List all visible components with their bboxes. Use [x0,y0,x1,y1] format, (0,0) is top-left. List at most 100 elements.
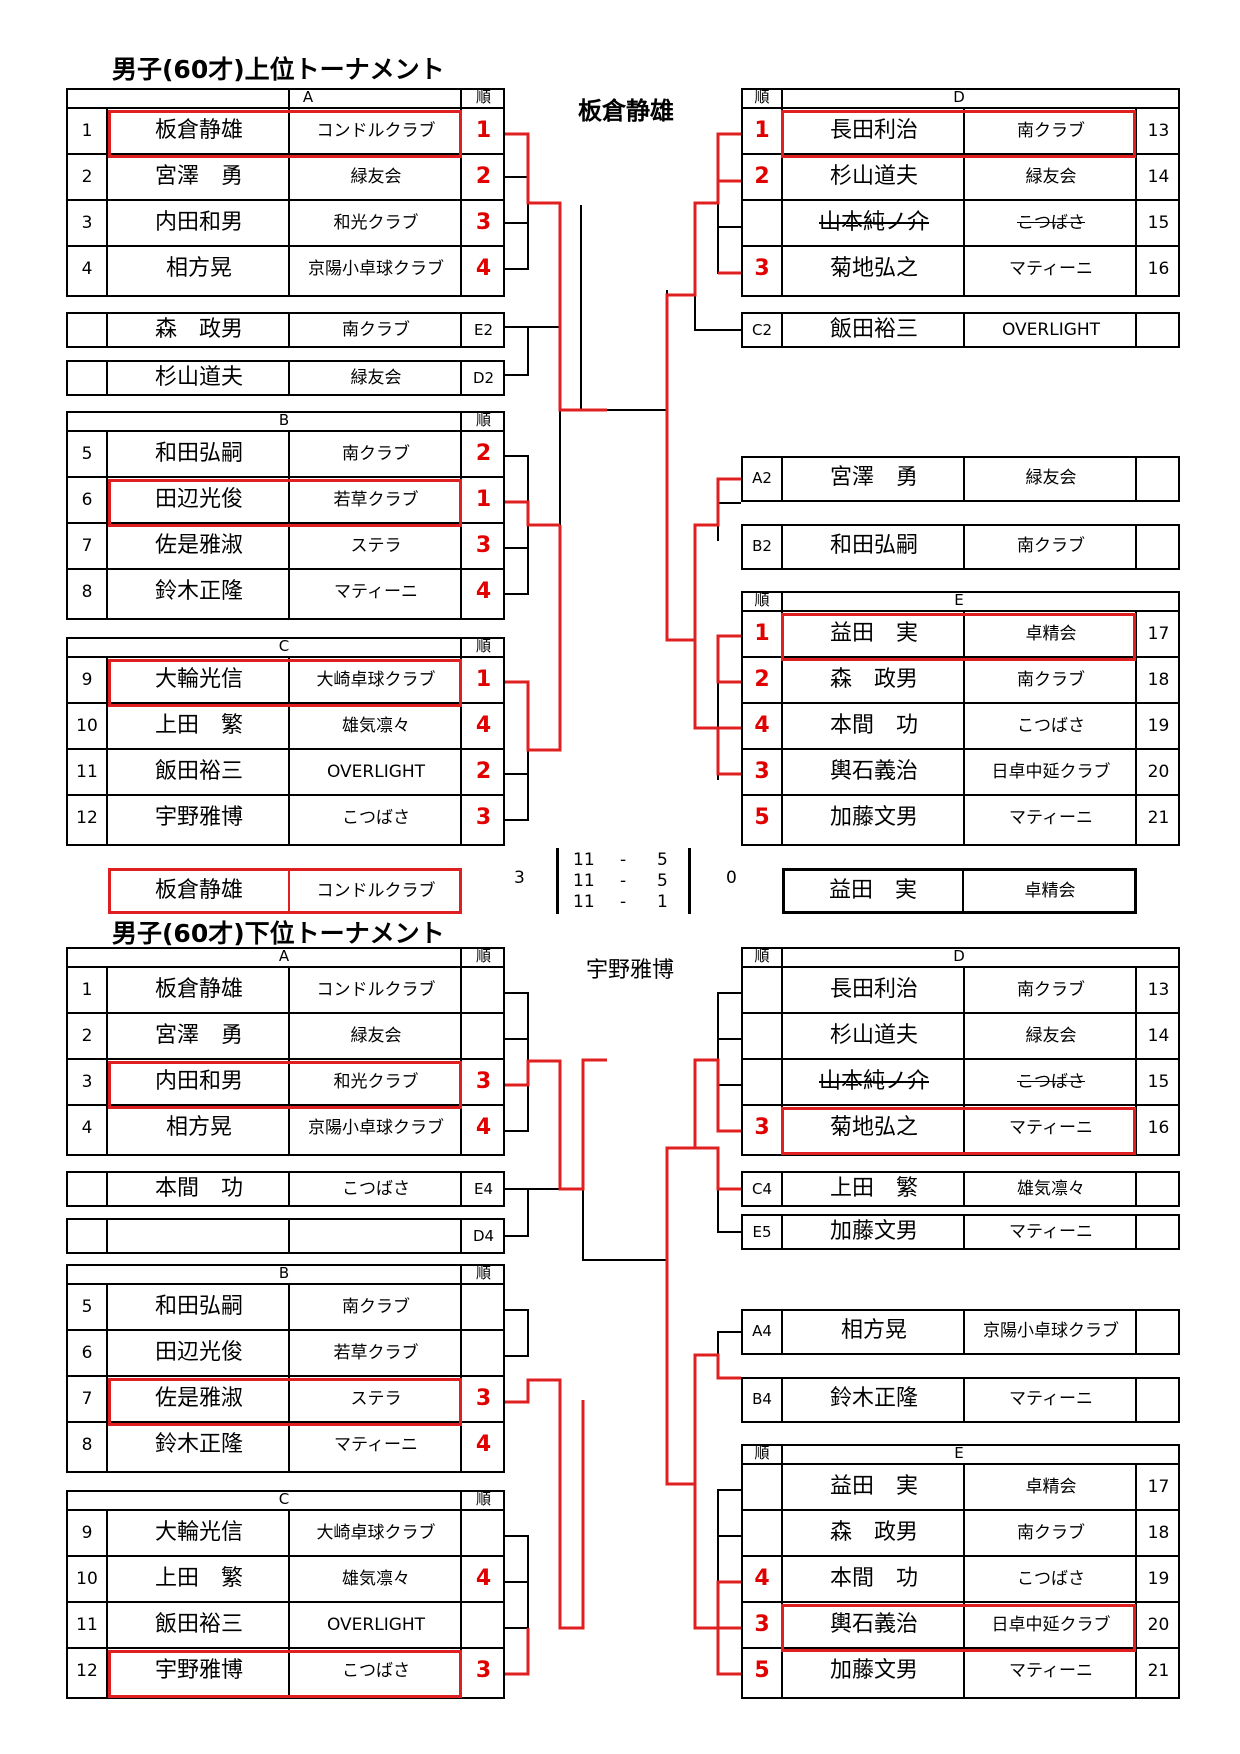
player-club: OVERLIGHT [1001,320,1101,340]
player-rank: 2 [754,164,770,189]
table-row: 10 上田 繁 雄気凛々 4 [66,704,505,750]
player-club: 南クラブ [1017,121,1085,141]
player-club: OVERLIGHT [326,762,426,782]
player-name: 鈴木正隆 [829,1386,918,1411]
player-number: 14 [1147,1026,1170,1046]
player-name: 森 政男 [154,317,243,342]
player-club: 京陽小卓球クラブ [308,1118,444,1138]
player-club: こつばさ [342,1179,410,1199]
player-club: マティーニ [1009,1661,1093,1681]
player-club: こつばさ [342,808,410,828]
lower-group-a: A 順 1 板倉静雄 コンドルクラブ 2 宮澤 勇 緑友会 3 内田和男 和光ク… [66,947,505,1156]
table-row: 長田利治 南クラブ 13 [741,968,1180,1014]
table-row: 2 宮澤 勇 緑友会 [66,1014,505,1060]
player-name: 鈴木正隆 [154,579,243,604]
player-name: 相方晃 [165,1115,232,1140]
lower-group-b: B 順 5 和田弘嗣 南クラブ 6 田辺光俊 若草クラブ 7 佐是雅淑 ステラ … [66,1264,505,1473]
player-rank: 1 [475,487,492,512]
player-number: 13 [1147,121,1170,141]
game-score-b: 1 [657,892,668,912]
player-club: 南クラブ [342,1297,410,1317]
table-row: 5 加藤文男 マティーニ 21 [741,796,1180,842]
player-number: 16 [1147,1118,1170,1138]
rank-header: 順 [475,637,491,655]
table-row: 3 菊地弘之 マティーニ 16 [741,247,1180,293]
player-name: 上田 繁 [154,1566,243,1591]
seed-label: E5 [752,1223,772,1241]
winner-highlight [781,613,1136,661]
player-club: 南クラブ [342,444,410,464]
seed-label: B4 [752,1390,772,1408]
table-row: 山本純ノ介 こつばさ 15 [741,1060,1180,1106]
player-rank: 3 [754,256,770,281]
seed-label: A4 [752,1322,772,1340]
winner-highlight [781,110,1136,158]
lower-seed-e4: 本間 功 こつばさ E4 [66,1171,505,1207]
player-rank: 1 [475,667,492,692]
player-number: 18 [1147,1523,1170,1543]
player-rank: 4 [475,713,492,738]
upper-seed-b2: B2 和田弘嗣 南クラブ [741,524,1180,570]
table-row: 10 上田 繁 雄気凛々 4 [66,1557,505,1603]
player-club-withdrawn: こつばさ [1017,1072,1085,1092]
player-name: 内田和男 [154,1069,243,1094]
lower-bracket-red [505,1058,741,1676]
player-rank: 5 [754,1658,770,1683]
rank-header: 順 [475,1490,491,1508]
table-row: 1 長田利治 南クラブ 13 [741,109,1180,155]
group-label: A [278,947,290,965]
player-number: 16 [1147,259,1170,279]
player-name: 板倉静雄 [154,878,243,903]
player-club: 雄気凛々 [342,1569,410,1589]
player-name: 森 政男 [829,1520,918,1545]
player-name: 相方晃 [165,256,232,281]
player-rank: 2 [475,759,492,784]
seed-label: D4 [472,1227,495,1245]
player-rank: 5 [754,805,770,830]
table-row: 5 和田弘嗣 南クラブ 2 [66,432,505,478]
game-score-sep: - [620,892,627,912]
table-row: 8 鈴木正隆 マティーニ 4 [66,570,505,616]
player-name: 菊地弘之 [829,1115,918,1140]
player-club: 日卓中延クラブ [991,762,1111,782]
winner-highlight [108,1650,462,1698]
player-rank: 4 [754,1566,770,1591]
player-club: 緑友会 [1025,167,1077,187]
table-row: 森 政男 南クラブ 18 [741,1511,1180,1557]
upper-seed-a2: A2 宮澤 勇 緑友会 [741,456,1180,502]
player-rank: 3 [475,1658,492,1683]
table-row: 3 輿石義治 日卓中延クラブ 20 [741,1603,1180,1649]
rank-header: 順 [754,1444,770,1462]
player-rank: 1 [475,118,492,143]
group-label: B [278,1264,290,1282]
player-club: こつばさ [342,1661,410,1681]
final-right-player: 益田 実 卓精会 [782,868,1137,914]
player-number: 12 [76,1661,98,1681]
table-row: 9 大輪光信 大崎卓球クラブ [66,1511,505,1557]
table-row: 3 菊地弘之 マティーニ 16 [741,1106,1180,1152]
table-row: 益田 実 卓精会 17 [741,1465,1180,1511]
table-row: 12 宇野雅博 こつばさ 3 [66,796,505,842]
final-right-sets: 0 [726,868,737,888]
player-name: 杉山道夫 [829,1023,918,1048]
player-club: 卓精会 [1024,881,1076,901]
table-row: 11 飯田裕三 OVERLIGHT 2 [66,750,505,796]
player-number: 3 [81,213,93,233]
player-rank: 4 [475,1115,492,1140]
upper-title: 男子(60才)上位トーナメント [112,55,445,84]
player-number: 11 [76,1615,98,1635]
winner-highlight [108,1061,462,1109]
score-bar-left [556,848,559,914]
lower-champion: 宇野雅博 [586,958,675,983]
player-club-withdrawn: こつばさ [1017,213,1085,233]
player-name: 本間 功 [829,1566,918,1591]
player-name: 相方晃 [840,1318,907,1343]
player-number: 7 [81,536,93,556]
player-club: 南クラブ [1017,1523,1085,1543]
player-number: 4 [81,1118,93,1138]
score-bar-right [688,848,691,914]
table-row: 1 板倉静雄 コンドルクラブ [66,968,505,1014]
player-club: 緑友会 [350,368,402,388]
table-row: 1 板倉静雄 コンドルクラブ 1 [66,109,505,155]
player-name: 宮澤 勇 [829,465,918,490]
